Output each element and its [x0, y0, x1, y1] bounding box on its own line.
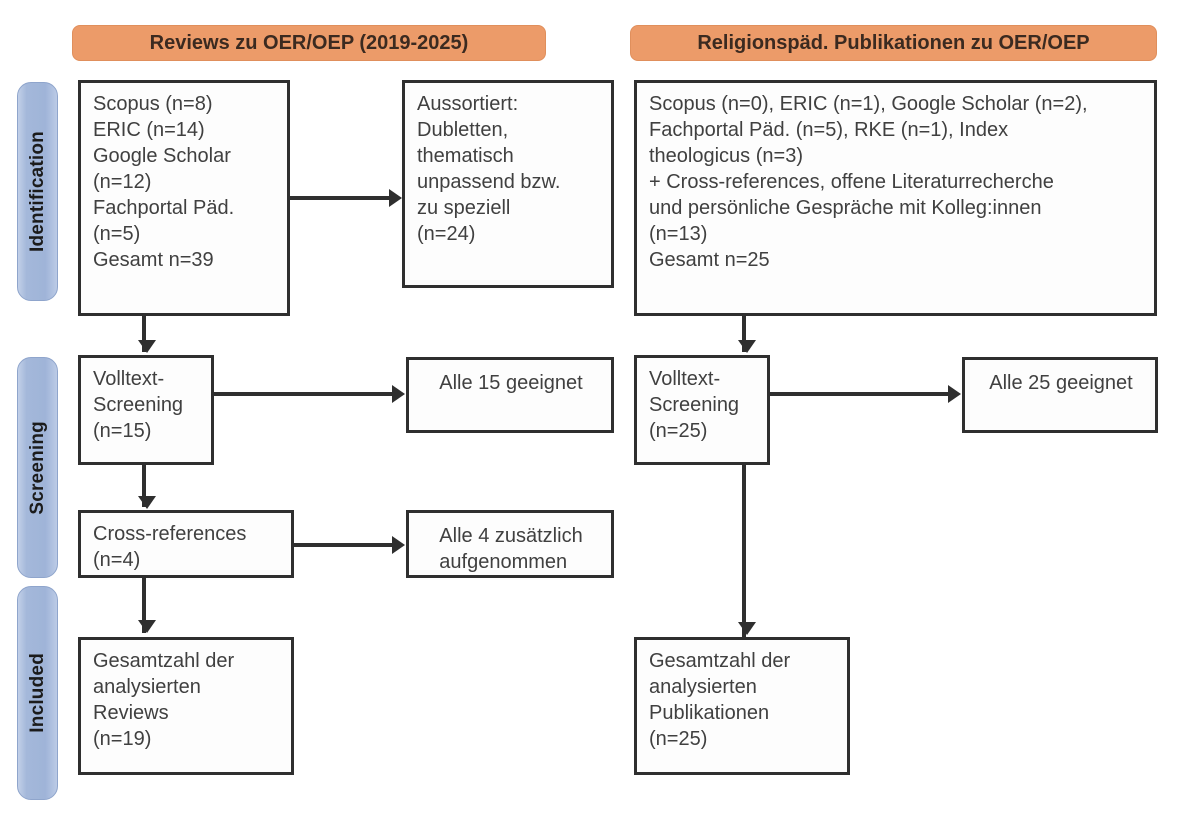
phase-tab-included-label: Included	[26, 653, 48, 733]
box-left-screening-result-text: Alle 15 geeignet	[439, 372, 583, 394]
phase-tab-identification-label: Identification	[26, 130, 48, 253]
arrowhead-right-identification-to-screening	[738, 340, 756, 353]
box-right-included: Gesamtzahl der analysierten Publikatione…	[634, 637, 850, 775]
box-left-identification-text: Scopus (n=8) ERIC (n=14) Google Scholar …	[93, 93, 235, 271]
connector-left-crossrefs-to-included	[142, 578, 146, 633]
arrowhead-left-identification-to-screening	[138, 340, 156, 353]
arrowhead-left-identification-to-excluded	[389, 189, 402, 207]
box-left-included: Gesamtzahl der analysierten Reviews (n=1…	[78, 637, 294, 775]
box-left-crossrefs-result-text: Alle 4 zusätzlich aufgenommen	[439, 525, 583, 573]
column-header-left-label: Reviews zu OER/OEP (2019-2025)	[149, 31, 469, 54]
column-header-right: Religionspäd. Publikationen zu OER/OEP	[630, 25, 1157, 61]
connector-right-screening-to-result	[770, 392, 950, 396]
column-header-left: Reviews zu OER/OEP (2019-2025)	[72, 25, 546, 61]
arrowhead-left-screening-to-result	[392, 385, 405, 403]
arrowhead-right-screening-to-included	[738, 622, 756, 635]
connector-left-crossrefs-to-result	[294, 543, 394, 547]
box-left-screening-result: Alle 15 geeignet	[406, 357, 614, 433]
phase-tab-screening: Screening	[17, 357, 58, 578]
box-left-identification: Scopus (n=8) ERIC (n=14) Google Scholar …	[78, 80, 290, 316]
box-left-excluded: Aussortiert: Dubletten, thematisch unpas…	[402, 80, 614, 288]
box-right-screening: Volltext- Screening (n=25)	[634, 355, 770, 465]
arrowhead-left-crossrefs-to-result	[392, 536, 405, 554]
box-right-identification-text: Scopus (n=0), ERIC (n=1), Google Scholar…	[649, 93, 1088, 271]
connector-left-screening-to-crossrefs	[142, 465, 146, 507]
connector-left-screening-to-result	[214, 392, 394, 396]
box-left-screening: Volltext- Screening (n=15)	[78, 355, 214, 465]
phase-tab-identification: Identification	[17, 82, 58, 301]
box-left-crossrefs-result: Alle 4 zusätzlich aufgenommen	[406, 510, 614, 578]
column-header-right-label: Religionspäd. Publikationen zu OER/OEP	[697, 31, 1090, 54]
arrowhead-left-crossrefs-to-included	[138, 620, 156, 633]
box-right-screening-text: Volltext- Screening (n=25)	[649, 368, 740, 442]
connector-left-identification-to-screening	[142, 316, 146, 352]
box-left-crossrefs-text: Cross-references (n=4)	[93, 523, 247, 571]
connector-right-screening-to-included	[742, 465, 746, 637]
box-left-screening-text: Volltext- Screening (n=15)	[93, 368, 184, 442]
box-left-crossrefs: Cross-references (n=4)	[78, 510, 294, 578]
connector-left-identification-to-excluded	[290, 196, 390, 200]
box-right-screening-result: Alle 25 geeignet	[962, 357, 1158, 433]
phase-tab-included: Included	[17, 586, 58, 800]
box-right-identification: Scopus (n=0), ERIC (n=1), Google Scholar…	[634, 80, 1157, 316]
box-left-excluded-text: Aussortiert: Dubletten, thematisch unpas…	[417, 93, 561, 245]
arrowhead-right-screening-to-result	[948, 385, 961, 403]
box-right-screening-result-text: Alle 25 geeignet	[989, 372, 1133, 394]
box-right-included-text: Gesamtzahl der analysierten Publikatione…	[649, 650, 791, 750]
phase-tab-screening-label: Screening	[26, 420, 48, 515]
arrowhead-left-screening-to-crossrefs	[138, 496, 156, 509]
box-left-included-text: Gesamtzahl der analysierten Reviews (n=1…	[93, 650, 235, 750]
connector-right-identification-to-screening	[742, 316, 746, 352]
